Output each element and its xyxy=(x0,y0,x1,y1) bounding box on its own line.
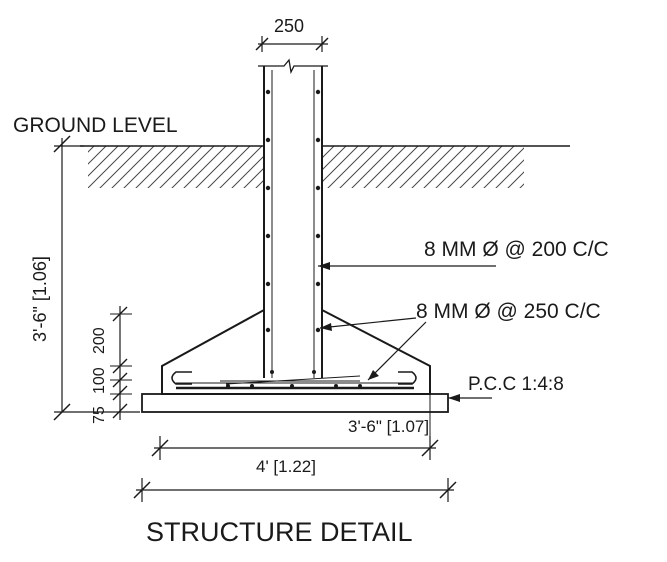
footing-rebar-dots xyxy=(226,370,362,388)
label-thickness-75: 75 xyxy=(91,406,108,424)
label-base-width-1: 4' [1.22] xyxy=(256,457,316,476)
label-depth: 3'-6" [1.06] xyxy=(30,256,50,342)
dim-base-width-1 xyxy=(151,436,439,460)
leader-bar-spec-2 xyxy=(319,317,427,381)
leader-bar-spec-1 xyxy=(318,262,496,270)
label-ground-level: GROUND LEVEL xyxy=(13,114,178,137)
column xyxy=(258,58,328,378)
label-bar-spec-1: 8 MM Ø @ 200 C/C xyxy=(424,238,609,261)
label-thickness-100: 100 xyxy=(91,367,108,394)
pcc-bed xyxy=(141,393,449,413)
label-thickness-200: 200 xyxy=(91,327,108,354)
column-rebar-dots xyxy=(265,89,321,333)
label-footing-width: 3'-6" [1.07] xyxy=(348,417,429,436)
dim-thickness xyxy=(110,306,132,420)
label-column-width: 250 xyxy=(274,16,304,36)
ground-hatching xyxy=(88,146,524,188)
dim-base-width-2 xyxy=(133,478,457,502)
dim-depth xyxy=(53,135,140,421)
label-bar-spec-2: 8 MM Ø @ 250 C/C xyxy=(416,300,601,323)
footing-rebar xyxy=(171,371,417,390)
leader-pcc xyxy=(448,394,492,402)
dim-column-width xyxy=(255,36,329,52)
caption: STRUCTURE DETAIL xyxy=(146,517,413,547)
label-pcc: P.C.C 1:4:8 xyxy=(468,374,564,395)
